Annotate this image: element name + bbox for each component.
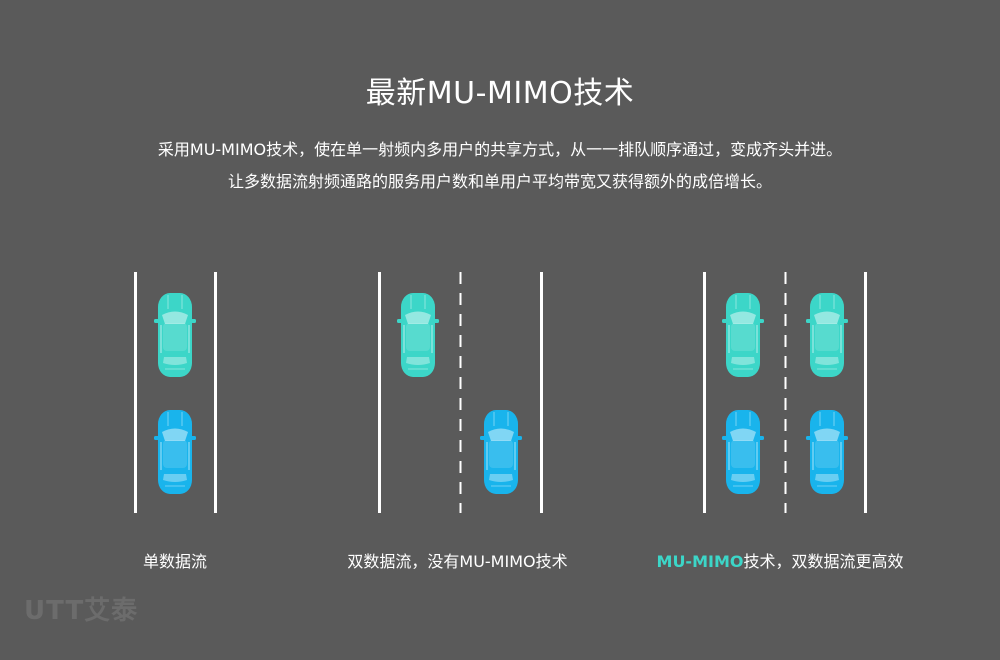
description-line-1: 采用MU-MIMO技术，使在单一射频内多用户的共享方式，从一一排队顺序通过，变成… <box>157 140 843 159</box>
car-icon <box>721 292 765 378</box>
car-icon <box>805 409 849 495</box>
car-icon <box>153 409 197 495</box>
caption-dual-stream-mimo: MU-MIMO技术，双数据流更高效 <box>640 548 920 572</box>
brand-watermark: UTT艾泰 <box>24 596 139 626</box>
description-line-2: 让多数据流射频通路的服务用户数和单用户平均带宽又获得额外的成倍增长。 <box>227 172 772 191</box>
panel-dual-stream-no-mimo <box>378 272 543 513</box>
car-icon <box>721 409 765 495</box>
car-icon <box>805 292 849 378</box>
caption-mimo-rest: 技术，双数据流更高效 <box>743 552 904 571</box>
panel-single-stream <box>134 272 217 513</box>
panel-dual-stream-mimo <box>703 272 867 513</box>
car-icon <box>396 292 440 378</box>
page-title: 最新MU-MIMO技术 <box>365 76 635 111</box>
caption-dual-stream-no-mimo: 双数据流，没有MU-MIMO技术 <box>347 552 568 571</box>
caption-mimo-highlight: MU-MIMO <box>656 552 744 571</box>
car-icon <box>479 409 523 495</box>
caption-single-stream: 单数据流 <box>142 552 207 571</box>
car-icon <box>153 292 197 378</box>
